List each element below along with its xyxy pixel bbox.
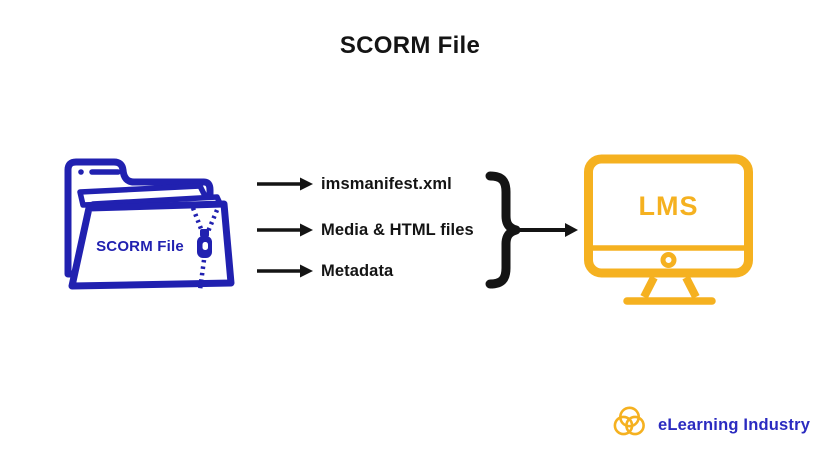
arrow-right-icon xyxy=(518,223,578,237)
file-label: Metadata xyxy=(321,261,394,280)
monitor-screen xyxy=(584,154,753,278)
folder-label: SCORM File xyxy=(96,238,184,255)
scorm-folder: SCORM File xyxy=(60,148,236,294)
file-row-imsmanifest: imsmanifest.xml xyxy=(256,172,452,196)
file-row-media-html: Media & HTML files xyxy=(256,218,474,242)
folder-front-flap xyxy=(68,200,235,290)
file-row-metadata: Metadata xyxy=(256,259,393,283)
folder-tab-dot xyxy=(78,169,84,175)
arrow-right-icon xyxy=(257,223,313,237)
brand-name: eLearning Industry xyxy=(658,415,811,434)
monitor-button xyxy=(660,252,677,268)
zipper-teeth-bottom xyxy=(197,259,207,291)
zipped-folder-icon: SCORM File xyxy=(64,158,235,291)
zipper-neck xyxy=(200,229,209,237)
arrow-right-icon xyxy=(257,264,313,278)
elearning-industry-logo-icon xyxy=(613,406,645,436)
zipper-slider-hole xyxy=(202,242,208,250)
monitor-leg-left xyxy=(640,275,658,299)
lms-label: LMS xyxy=(639,191,699,221)
curly-brace-icon xyxy=(485,171,520,289)
monitor-leg-right xyxy=(682,275,700,299)
arrow-right-icon xyxy=(257,177,313,191)
monitor-icon: LMS xyxy=(584,154,753,305)
page-title: SCORM File xyxy=(339,32,481,59)
brand-footer: eLearning Industry xyxy=(610,404,810,446)
file-label: imsmanifest.xml xyxy=(321,174,452,193)
zipper-teeth-left xyxy=(190,207,206,235)
file-label: Media & HTML files xyxy=(321,220,474,239)
